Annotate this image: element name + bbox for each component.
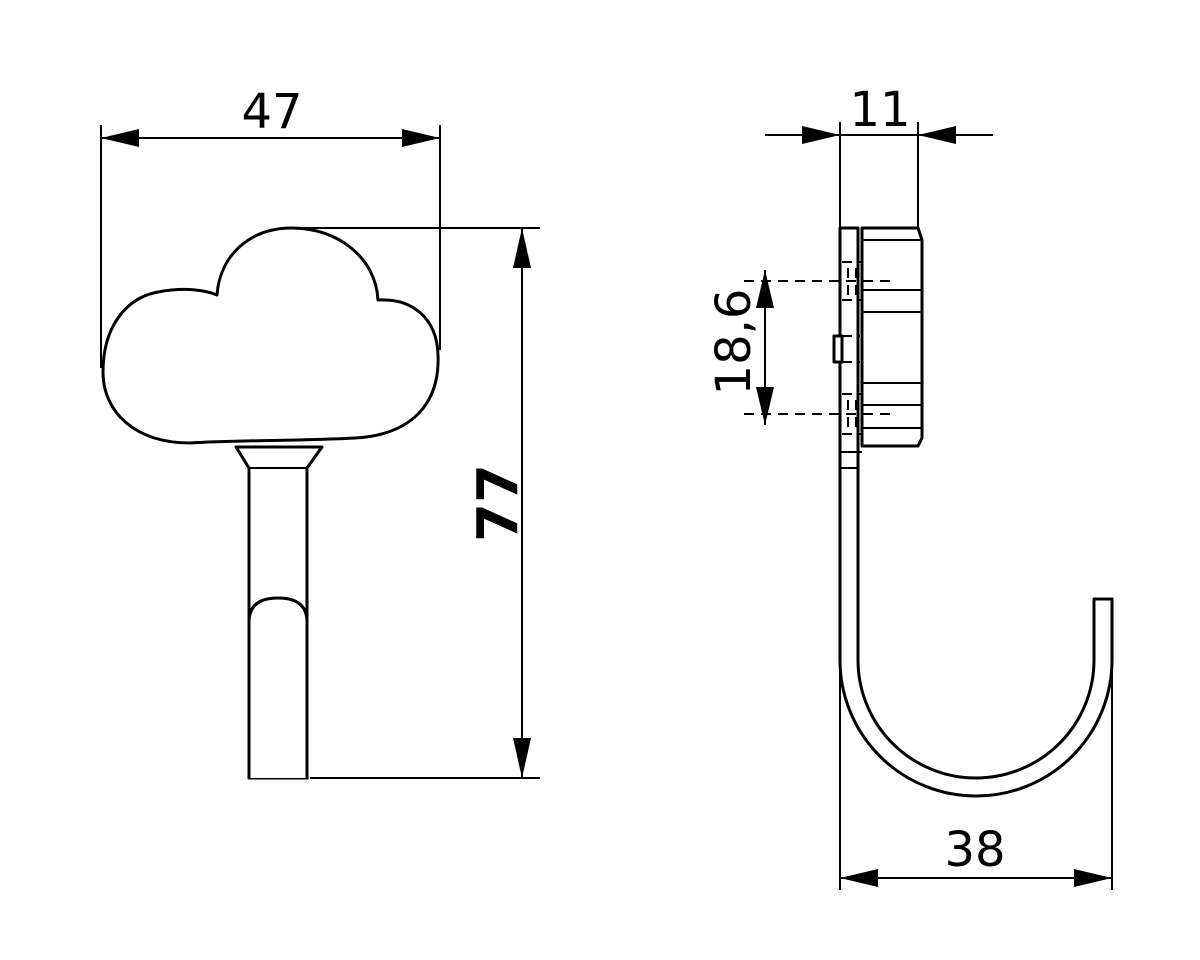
width-dimension: 47 — [100, 84, 441, 368]
projection-dimension: 38 — [839, 660, 1113, 890]
depth-dimension-label: 11 — [849, 82, 910, 138]
projection-dimension-label: 38 — [944, 822, 1005, 878]
side-view: 11 18,6 38 — [706, 82, 1114, 890]
mounting-base — [832, 226, 924, 469]
height-dimension-label: 77 — [466, 464, 531, 542]
height-dimension: 77 — [292, 227, 540, 779]
hook-stem — [234, 445, 324, 780]
cloud-head — [101, 226, 440, 445]
hook-profile — [838, 226, 1114, 798]
front-view: 47 77 — [100, 84, 540, 780]
hole-spacing-dimension: 18,6 — [706, 270, 890, 425]
depth-dimension: 11 — [765, 82, 993, 228]
width-dimension-label: 47 — [241, 84, 302, 140]
hidden-screw-holes — [842, 261, 862, 435]
hole-spacing-dimension-label: 18,6 — [706, 289, 762, 396]
